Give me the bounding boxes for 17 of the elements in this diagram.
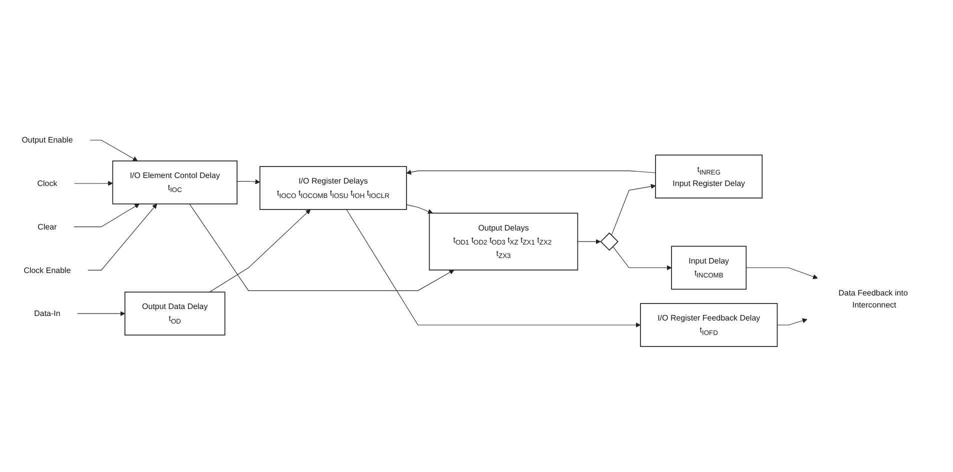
arrow xyxy=(776,318,808,326)
arrow xyxy=(236,179,260,184)
arrow xyxy=(406,170,656,175)
arrow xyxy=(406,204,433,214)
node-diamond xyxy=(600,232,619,251)
arrow xyxy=(189,204,454,291)
arrow xyxy=(74,180,113,186)
arrow xyxy=(577,239,601,244)
arrow xyxy=(77,311,126,316)
arrow xyxy=(611,184,656,236)
arrow xyxy=(209,209,311,292)
arrow xyxy=(74,204,140,228)
arrow xyxy=(346,209,641,328)
arrow xyxy=(612,246,672,270)
arrow xyxy=(88,204,158,270)
arrow xyxy=(90,140,138,162)
arrow xyxy=(746,267,818,280)
